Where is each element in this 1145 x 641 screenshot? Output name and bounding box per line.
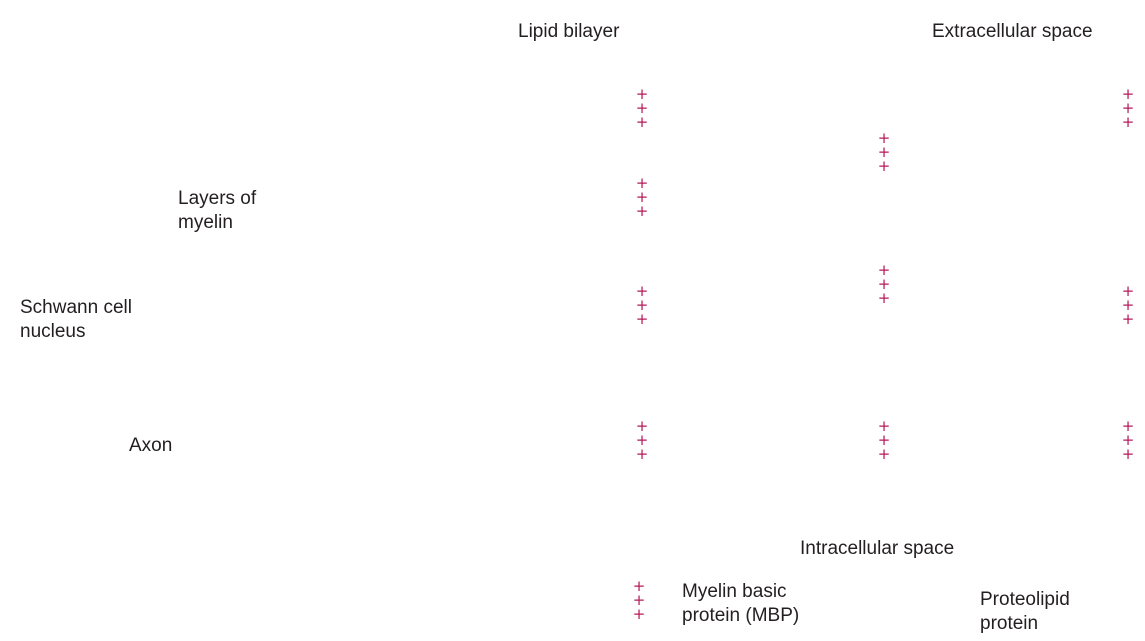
schwann-cell-nucleus-label: Schwann cell nucleus	[20, 297, 132, 342]
positive-charge-marker: + + +	[1121, 85, 1135, 131]
plus-icon: +	[1121, 445, 1135, 463]
plus-icon: +	[635, 174, 649, 192]
myelin-basic-protein-charge-marker: + + +	[632, 577, 646, 623]
plus-icon: +	[877, 431, 891, 449]
proteolipid-protein-label: Proteolipid protein	[980, 589, 1070, 634]
extracellular-space-label: Extracellular space	[932, 21, 1093, 42]
plus-icon: +	[635, 431, 649, 449]
positive-charge-marker: + + +	[877, 129, 891, 175]
layers-of-myelin-label: Layers of myelin	[178, 188, 257, 233]
axon-label: Axon	[129, 435, 173, 456]
plus-icon: +	[635, 417, 649, 435]
plus-icon: +	[635, 445, 649, 463]
positive-charge-marker: + + +	[877, 261, 891, 307]
plus-icon: +	[1121, 296, 1135, 314]
positive-charge-marker: + + +	[635, 417, 649, 463]
plus-icon: +	[635, 85, 649, 103]
positive-charge-marker: + + +	[635, 282, 649, 328]
plus-icon: +	[635, 296, 649, 314]
plus-icon: +	[632, 605, 646, 623]
myelin-basic-protein-label: Myelin basic protein (MBP)	[682, 581, 800, 626]
plus-icon: +	[632, 577, 646, 595]
plus-icon: +	[635, 282, 649, 300]
positive-charge-marker: + + +	[635, 174, 649, 220]
plus-icon: +	[1121, 417, 1135, 435]
plus-icon: +	[877, 289, 891, 307]
plus-icon: +	[1121, 431, 1135, 449]
plus-icon: +	[1121, 310, 1135, 328]
plus-icon: +	[877, 129, 891, 147]
positive-charge-marker: + + +	[1121, 282, 1135, 328]
plus-icon: +	[1121, 99, 1135, 117]
plus-icon: +	[635, 202, 649, 220]
positive-charge-marker: + + +	[1121, 417, 1135, 463]
plus-icon: +	[1121, 282, 1135, 300]
plus-icon: +	[632, 591, 646, 609]
intracellular-space-label: Intracellular space	[800, 538, 955, 559]
plus-icon: +	[877, 157, 891, 175]
plus-icon: +	[635, 99, 649, 117]
plus-icon: +	[877, 445, 891, 463]
plus-icon: +	[635, 113, 649, 131]
positive-charge-marker: + + +	[635, 85, 649, 131]
plus-icon: +	[1121, 113, 1135, 131]
plus-icon: +	[877, 275, 891, 293]
lipid-bilayer-label: Lipid bilayer	[518, 21, 620, 42]
plus-icon: +	[635, 310, 649, 328]
plus-icon: +	[1121, 85, 1135, 103]
plus-icon: +	[877, 261, 891, 279]
plus-icon: +	[877, 417, 891, 435]
plus-icon: +	[635, 188, 649, 206]
plus-icon: +	[877, 143, 891, 161]
positive-charge-marker: + + +	[877, 417, 891, 463]
